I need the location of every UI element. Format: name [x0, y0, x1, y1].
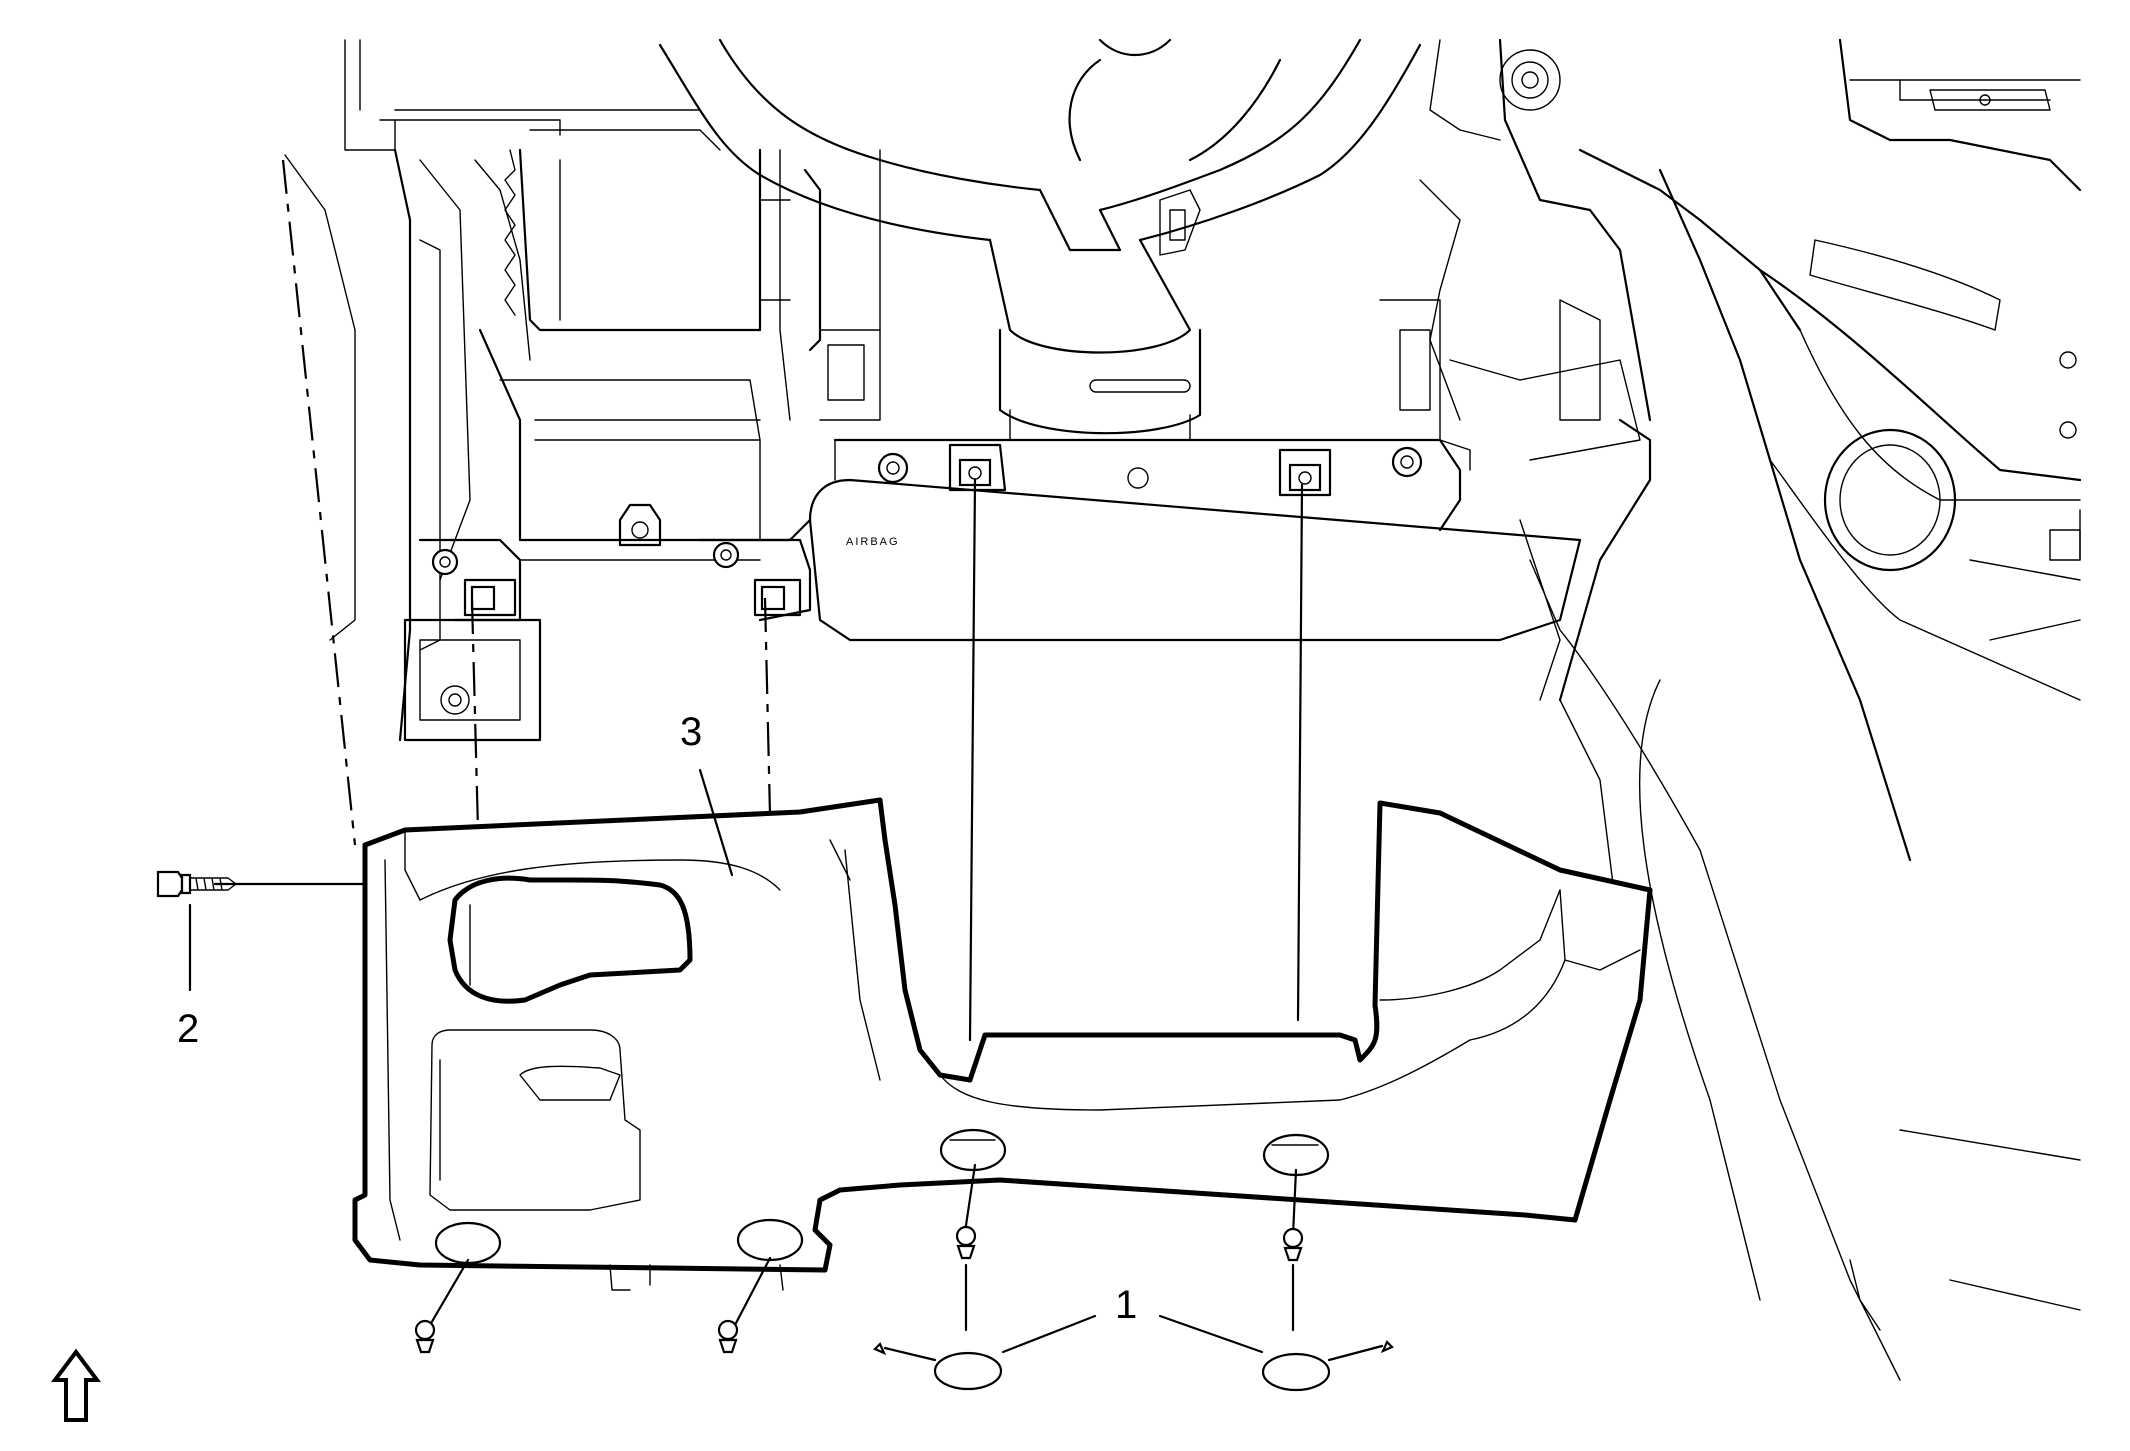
- retainer-center-a: [955, 1225, 977, 1260]
- leader-3: [698, 768, 734, 877]
- alignment-lines: [213, 159, 1304, 1332]
- retainer-center-b: [1282, 1227, 1304, 1262]
- retainer-left-b: [717, 1319, 739, 1354]
- airbag-label: AIRBAG: [846, 536, 900, 548]
- callout-2: 2: [177, 1007, 199, 1051]
- instrument-panel-background: AIRBAG: [284, 38, 2082, 1381]
- retainer-left-a: [414, 1319, 436, 1354]
- push-pins-1: [873, 1314, 1394, 1392]
- callout-1: 1: [1115, 1283, 1137, 1327]
- lower-trim-panel: [352, 797, 1653, 1291]
- callout-3: 3: [680, 710, 702, 754]
- callout-labels: 1 2 3: [177, 710, 1137, 1327]
- trim-retainers: [414, 1225, 1304, 1354]
- up-arrow-icon: [51, 1348, 101, 1422]
- bolt-2: [156, 870, 237, 898]
